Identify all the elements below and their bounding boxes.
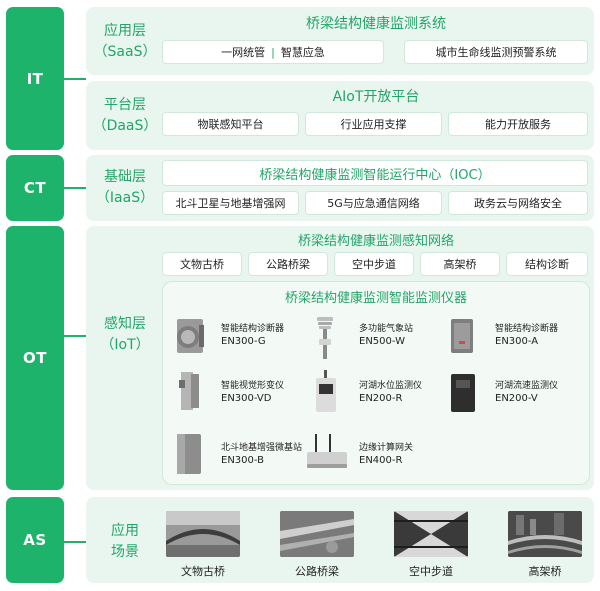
network-item-viaduct: 高架桥 [420,252,500,276]
iaas-item-cloud: 政务云与网络安全 [448,191,588,215]
device-name: 智能结构诊断器 [495,324,559,334]
sidebar-ct: CT [6,155,64,221]
scene-label: 文物古桥 [181,565,225,578]
sidebar-as: AS [6,497,64,583]
network-item-ancient: 文物古桥 [162,252,242,276]
sidebar-it: IT [6,7,64,150]
iaas-item-5g: 5G与应急通信网络 [305,191,442,215]
daas-layer-label: 平台层 （DaaS） [86,95,164,137]
network-item-diagnosis: 结构诊断 [506,252,588,276]
structure-diagnoser-g-icon [177,319,204,353]
device-name: 北斗地基增强微基站 [221,443,303,453]
device-name: 智能视觉形变仪 [221,381,285,391]
iaas-band: 基础层 （IaaS） 桥梁结构健康监测智能运行中心（IOC） 北斗卫星与地基增强… [86,155,594,221]
scene-label: 公路桥梁 [295,565,339,578]
sidebar-it-label: IT [26,69,44,88]
device-code: EN300-B [221,455,264,466]
water-level-monitor-icon [316,370,336,412]
saas-title: 桥梁结构健康监测系统 [306,16,446,32]
daas-item-industry: 行业应用支撑 [305,112,442,136]
device-code: EN300-VD [221,393,272,404]
saas-item-emergency: 智慧应急 [280,46,325,59]
instrument-panel: 桥梁结构健康监测智能监测仪器 智能结构诊断器 EN300-G 多功能气象站 EN… [162,281,590,485]
ancient-bridge-photo [166,511,240,557]
weather-station-icon [317,317,333,359]
saas-box-left: 一网统管 | 智慧应急 [162,40,384,64]
device-name: 河湖流速监测仪 [495,381,559,391]
saas-label-line1: 应用层 [104,23,146,39]
connector-it [64,78,86,80]
vision-deformation-icon [179,372,199,410]
sidebar-ct-label: CT [23,179,47,197]
scene-label-line2: 场景 [111,544,139,560]
device-code: EN300-A [495,336,539,347]
device-name: 河湖水位监测仪 [359,381,423,391]
device-name: 多功能气象站 [359,324,414,334]
saas-band: 应用层 （SaaS） 桥梁结构健康监测系统 一网统管 | 智慧应急 城市生命线监… [86,7,594,75]
iaas-item-beidou: 北斗卫星与地基增强网 [162,191,299,215]
daas-label-line2: （DaaS） [92,118,158,134]
sidebar-as-label: AS [23,531,47,549]
saas-box-right: 城市生命线监测预警系统 [404,40,588,64]
iot-layer-label: 感知层 （IoT） [86,314,164,356]
daas-band: 平台层 （DaaS） AIoT开放平台 物联感知平台 行业应用支撑 能力开放服务 [86,81,594,150]
iot-label-line1: 感知层 [104,316,146,332]
device-code: EN200-V [495,393,538,404]
scene-label-line1: 应用 [111,523,139,539]
iaas-label-line1: 基础层 [104,169,146,185]
network-item-skywalk: 空中步道 [334,252,414,276]
scene-band: 应用 场景 文物古桥 公路桥梁 空中步道 高架桥 [86,497,594,583]
scene-label: 高架桥 [528,565,562,578]
instrument-title: 桥梁结构健康监测智能监测仪器 [284,291,467,306]
sidebar-ot-label: OT [23,349,47,367]
skywalk-photo [394,511,468,557]
iot-band: 感知层 （IoT） 桥梁结构健康监测感知网络 文物古桥 公路桥梁 空中步道 高架… [86,226,594,490]
scene-layer-label: 应用 场景 [86,521,164,563]
device-name: 边缘计算网关 [359,443,414,453]
daas-label-line1: 平台层 [104,97,146,113]
scene-label: 空中步道 [409,565,453,578]
saas-label-line2: （SaaS） [93,44,157,60]
edge-gateway-icon [307,434,347,468]
saas-item-unified: 一网统管 [221,46,266,59]
saas-layer-label: 应用层 （SaaS） [86,21,164,63]
connector-ct [64,187,86,189]
saas-separator: | [271,45,275,59]
network-item-highway: 公路桥梁 [248,252,328,276]
daas-item-capability: 能力开放服务 [448,112,588,136]
device-name: 智能结构诊断器 [221,324,285,334]
flow-velocity-monitor-icon [451,374,475,412]
daas-item-iot-platform: 物联感知平台 [162,112,299,136]
iaas-label-line2: （IaaS） [95,190,155,206]
iot-network-title: 桥梁结构健康监测感知网络 [297,234,454,249]
connector-as [64,541,86,543]
connector-ot [64,335,86,337]
sidebar-ot: OT [6,226,64,490]
viaduct-photo [508,511,582,557]
iaas-layer-label: 基础层 （IaaS） [86,167,164,209]
device-code: EN200-R [359,393,403,404]
device-code: EN300-G [221,336,266,347]
device-code: EN500-W [359,336,405,347]
iaas-title-box: 桥梁结构健康监测智能运行中心（IOC） [162,160,588,186]
iot-label-line2: （IoT） [100,337,150,353]
device-code: EN400-R [359,455,403,466]
highway-bridge-photo [280,511,354,557]
structure-diagnoser-a-icon [451,319,473,353]
daas-title: AIoT开放平台 [332,89,420,105]
beidou-base-station-icon [177,434,201,474]
